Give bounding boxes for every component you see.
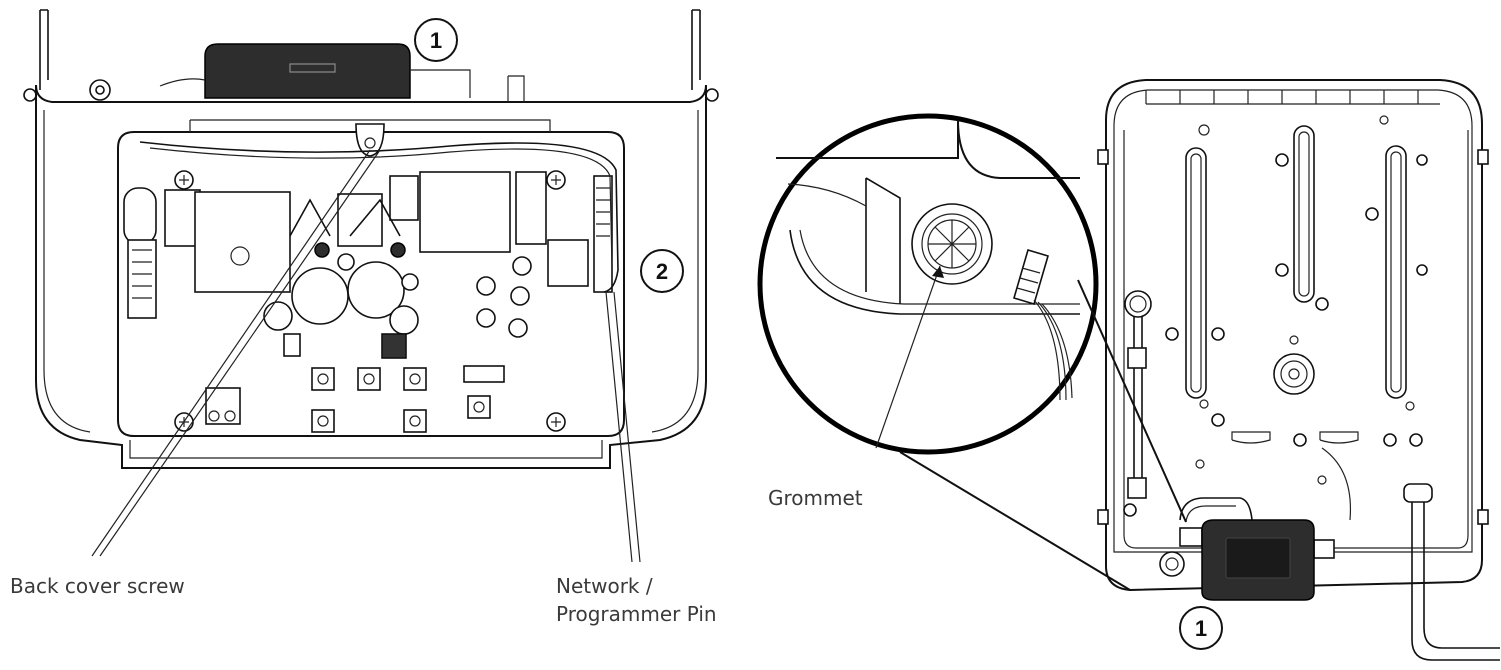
zoom-detail [760,116,1186,590]
callout-1-left: 1 [415,19,457,61]
right-unit-housing [1098,80,1500,660]
left-unit-housing [24,10,718,562]
callout-2-left-number: 2 [656,259,668,284]
callout-1-right: 1 [1180,607,1222,649]
callout-1-right-number: 1 [1195,616,1207,641]
callout-1-left-number: 1 [430,28,442,53]
back-cover-screw-label: Back cover screw [10,572,185,600]
network-label-line2: Programmer Pin [556,600,717,628]
callout-2-left: 2 [641,250,683,292]
network-label-line1: Network / [556,572,653,600]
grommet-label: Grommet [768,484,863,512]
